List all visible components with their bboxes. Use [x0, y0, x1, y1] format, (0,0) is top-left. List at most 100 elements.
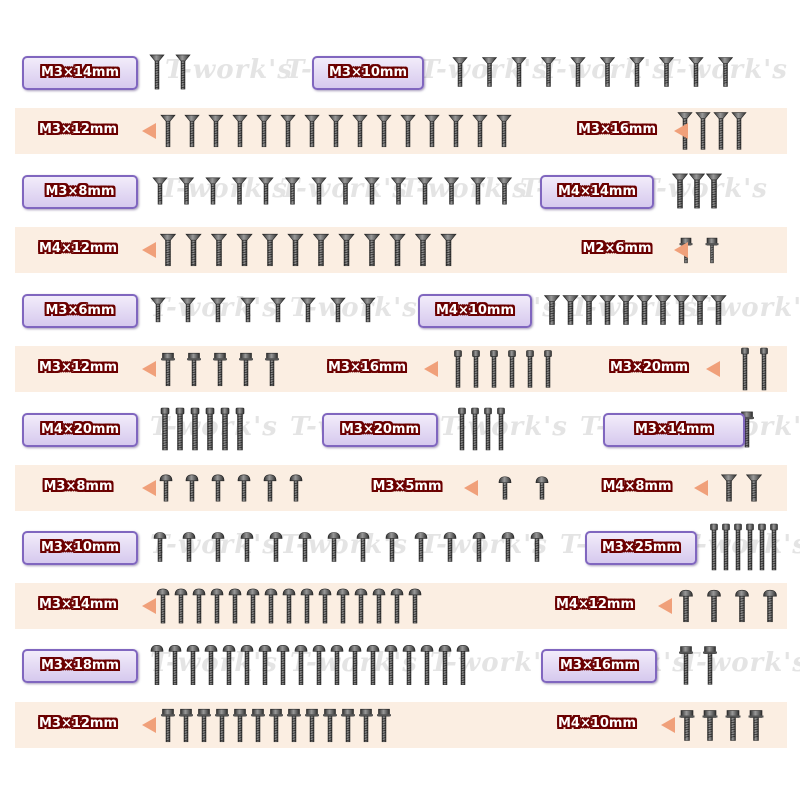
screw-flat-head	[284, 177, 301, 205]
screw-cap-head	[490, 350, 498, 388]
screw-button-head	[348, 644, 362, 685]
size-label: M4×10mm	[557, 716, 637, 731]
screw-flat-head	[152, 177, 168, 205]
screw-flat-head	[636, 295, 653, 325]
screw-flat-head	[710, 295, 727, 325]
screw-flat-head	[240, 297, 256, 323]
pointer-arrow-icon	[424, 361, 438, 377]
screw-flat-head	[617, 295, 635, 325]
size-label: M3×12mm	[38, 716, 118, 731]
screw-button-head	[390, 588, 404, 624]
screw-cap-head	[160, 407, 170, 451]
size-label: M3×12mm	[38, 122, 118, 137]
watermark-text: T-work's	[150, 648, 278, 678]
screw-flat-head	[673, 295, 690, 325]
screw-flat-head	[705, 173, 723, 209]
screw-flat-head	[448, 114, 464, 148]
screw-flat-head	[363, 233, 381, 267]
size-label: M4×10mm	[418, 294, 532, 328]
screw-flat-head	[338, 233, 355, 267]
screw-flat-head	[210, 297, 226, 323]
screw-flat-head	[599, 57, 616, 87]
screw-button-head	[354, 588, 368, 624]
screw-flat-head	[352, 114, 368, 148]
screw-flat-head	[270, 297, 286, 323]
screw-hex-head	[265, 352, 279, 387]
screw-button-head	[159, 474, 173, 502]
screw-hex-head	[197, 708, 211, 743]
size-label: M3×8mm	[22, 175, 138, 209]
screw-flat-head	[452, 57, 468, 87]
screw-button-head	[443, 532, 457, 562]
screw-flat-head	[691, 295, 709, 325]
screw-flat-head	[717, 57, 734, 87]
screw-button-head	[186, 644, 200, 685]
watermark-text: T-work's	[690, 293, 800, 323]
screw-hex-head	[251, 708, 265, 743]
screw-flat-head	[540, 57, 557, 87]
size-label: M3×10mm	[312, 56, 424, 90]
screw-flat-head	[688, 173, 706, 209]
size-label: M4×20mm	[22, 413, 138, 447]
screw-flat-head	[184, 114, 200, 148]
screw-cap-head	[190, 407, 200, 451]
screw-hex-head	[703, 646, 717, 685]
screw-flat-head	[688, 57, 704, 87]
screw-flat-head	[720, 474, 738, 502]
screw-flat-head	[570, 57, 586, 87]
screw-button-head	[222, 644, 236, 685]
size-label: M3×6mm	[22, 294, 138, 328]
screw-flat-head	[496, 177, 513, 205]
screw-button-head	[185, 474, 199, 502]
pointer-arrow-icon	[142, 598, 156, 614]
screw-cap-head	[734, 523, 742, 571]
watermark-text: T-work's	[165, 55, 293, 85]
size-label: M3×16mm	[327, 360, 407, 375]
pointer-arrow-icon	[142, 361, 156, 377]
screw-cap-head	[722, 523, 730, 571]
screw-hex-head	[679, 710, 695, 741]
screw-button-head	[535, 476, 549, 500]
screw-hex-head	[233, 708, 247, 743]
screw-flat-head	[400, 114, 416, 148]
screw-flat-head	[629, 57, 645, 87]
screw-button-head	[210, 588, 224, 624]
screw-cap-head	[220, 407, 230, 451]
size-label: M4×8mm	[602, 479, 672, 494]
screw-flat-head	[745, 474, 763, 502]
size-label: M3×14mm	[603, 413, 745, 447]
screw-hex-head	[161, 708, 175, 743]
pointer-arrow-icon	[142, 242, 156, 258]
screw-cap-head	[235, 407, 245, 451]
screw-button-head	[264, 588, 278, 624]
screw-hex-head	[705, 237, 719, 264]
screw-flat-head	[337, 177, 354, 205]
screw-flat-head	[311, 177, 327, 205]
screw-button-head	[456, 644, 470, 685]
screw-button-head	[269, 532, 283, 562]
screw-button-head	[211, 532, 225, 562]
screw-flat-head	[562, 295, 579, 325]
screw-button-head	[182, 532, 196, 562]
screw-flat-head	[312, 233, 330, 267]
screw-flat-head	[599, 295, 616, 325]
screw-cap-head	[741, 347, 749, 391]
screw-flat-head	[496, 114, 512, 148]
screw-button-head	[246, 588, 260, 624]
screw-button-head	[282, 588, 296, 624]
screw-flat-head	[328, 114, 344, 148]
screw-cap-head	[544, 350, 552, 388]
screw-flat-head	[287, 233, 304, 267]
screw-flat-head	[185, 233, 202, 267]
screw-flat-head	[424, 114, 440, 148]
pointer-arrow-icon	[706, 361, 720, 377]
screw-flat-head	[390, 177, 407, 205]
screw-button-head	[366, 644, 380, 685]
screw-flat-head	[178, 177, 195, 205]
size-label: M3×16mm	[577, 122, 657, 137]
screw-hex-head	[287, 708, 301, 743]
screw-flat-head	[180, 297, 196, 323]
screw-button-head	[414, 532, 428, 562]
screw-flat-head	[481, 57, 498, 87]
screw-button-head	[237, 474, 251, 502]
